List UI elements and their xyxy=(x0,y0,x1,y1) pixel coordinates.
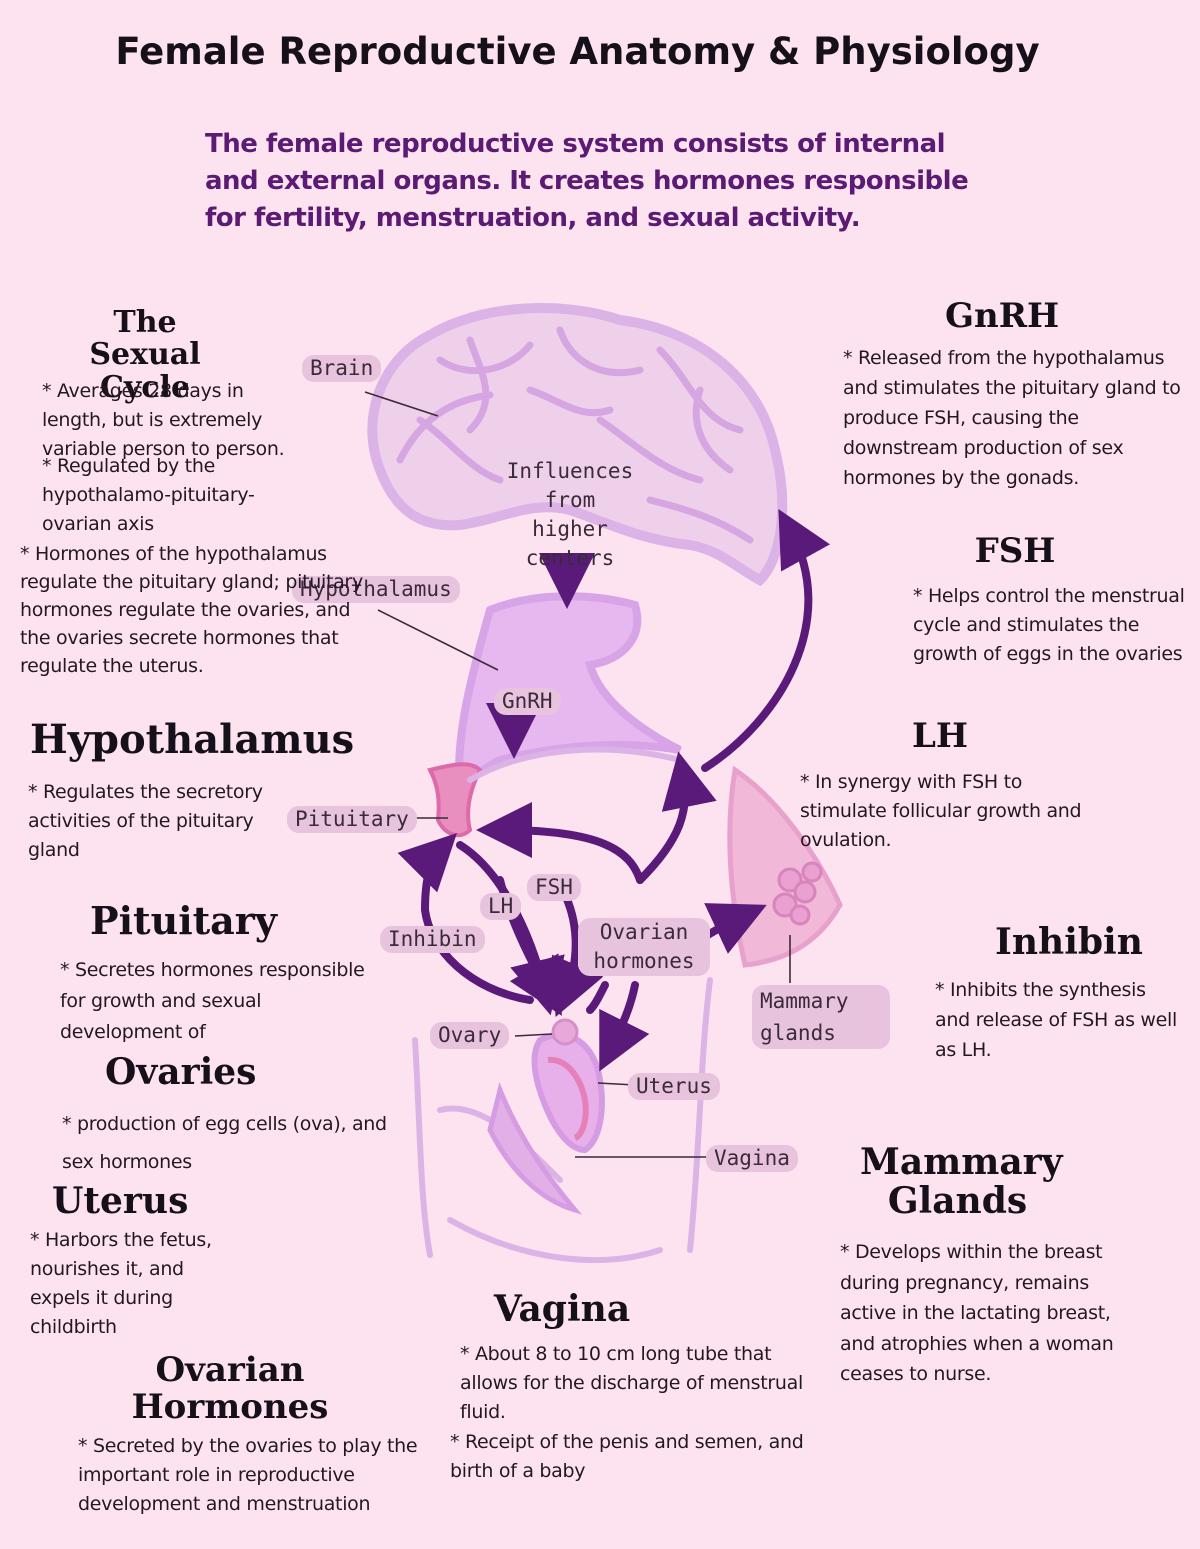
pituitary-illustration xyxy=(427,762,483,838)
heading-pituitary: Pituitary xyxy=(90,898,277,943)
heading-inhibin: Inhibin xyxy=(995,921,1143,963)
sexual-cycle-bullet-3: * Hormones of the hypothalamus regulate … xyxy=(20,543,363,677)
heading-fsh: FSH xyxy=(974,531,1056,571)
vagina-bullet-2: * Receipt of the penis and semen, and bi… xyxy=(450,1431,804,1482)
page-subtitle: The female reproductive system consists … xyxy=(205,129,969,233)
label-influences-higher-centers: Influences from higher centers xyxy=(506,459,634,570)
pituitary-text: * Secretes hormones responsible for grow… xyxy=(60,959,365,1043)
lh-text: * In synergy with FSH to stimulate folli… xyxy=(800,771,1082,851)
ovarian-hormones-text: * Secreted by the ovaries to play the im… xyxy=(78,1435,418,1515)
label-brain: Brain xyxy=(302,355,382,382)
heading-lh: LH xyxy=(911,716,969,756)
page-title: Female Reproductive Anatomy & Physiology xyxy=(115,30,1040,73)
label-pituitary: Pituitary xyxy=(287,806,417,833)
label-inhibin: Inhibin xyxy=(380,926,485,953)
inhibin-text: * Inhibits the synthesis and release of … xyxy=(935,979,1178,1061)
brain-illustration xyxy=(367,303,788,587)
heading-hypothalamus: Hypothalamus xyxy=(30,716,355,763)
sexual-cycle-bullet-2: * Regulated by the hypothalamo-pituitary… xyxy=(42,455,255,535)
sexual-cycle-bullet-1: * Averages 28 days in length, but is ext… xyxy=(42,380,285,460)
ovaries-text: * production of egg cells (ova), and sex… xyxy=(62,1113,387,1173)
heading-uterus: Uterus xyxy=(52,1180,189,1222)
heading-mammary-glands: Mammary Glands xyxy=(860,1141,1063,1222)
hypothalamus-text: * Regulates the secretory activities of … xyxy=(28,781,263,861)
vagina-illustration xyxy=(487,1081,583,1215)
label-vagina: Vagina xyxy=(706,1145,798,1172)
ovary-illustration xyxy=(551,1018,579,1046)
uterus-illustration xyxy=(531,1032,605,1154)
heading-ovaries: Ovaries xyxy=(105,1051,257,1093)
label-ovarian-hormones: Ovarian hormones xyxy=(578,918,710,976)
label-ovary: Ovary xyxy=(430,1022,510,1049)
body-outline xyxy=(412,746,713,1263)
vagina-bullet-1: * About 8 to 10 cm long tube that allows… xyxy=(460,1343,803,1423)
label-uterus: Uterus xyxy=(628,1073,720,1100)
mammary-text: * Develops within the breast during preg… xyxy=(840,1241,1114,1385)
heading-gnrh: GnRH xyxy=(945,296,1060,336)
label-mammary-glands: Mammary glands xyxy=(752,985,890,1049)
heading-sexual-cycle: The Sexual Cycle xyxy=(89,305,201,405)
fsh-text: * Helps control the menstrual cycle and … xyxy=(913,585,1185,665)
label-lh: LH xyxy=(480,893,522,920)
uterus-text: * Harbors the fetus, nourishes it, and e… xyxy=(30,1229,212,1338)
label-fsh: FSH xyxy=(527,874,581,901)
heading-vagina: Vagina xyxy=(493,1288,631,1330)
hormone-arrows xyxy=(397,509,831,1072)
pointer-lines xyxy=(364,391,791,1158)
heading-ovarian-hormones: Ovarian Hormones xyxy=(131,1350,329,1427)
hypothalamus-illustration xyxy=(455,592,682,799)
label-gnrh: GnRH xyxy=(494,688,561,715)
label-hypothalamus: Hypothalamus xyxy=(292,576,460,603)
mammary-lobules xyxy=(772,861,823,926)
gnrh-text: * Released from the hypothalamus and sti… xyxy=(843,347,1181,489)
